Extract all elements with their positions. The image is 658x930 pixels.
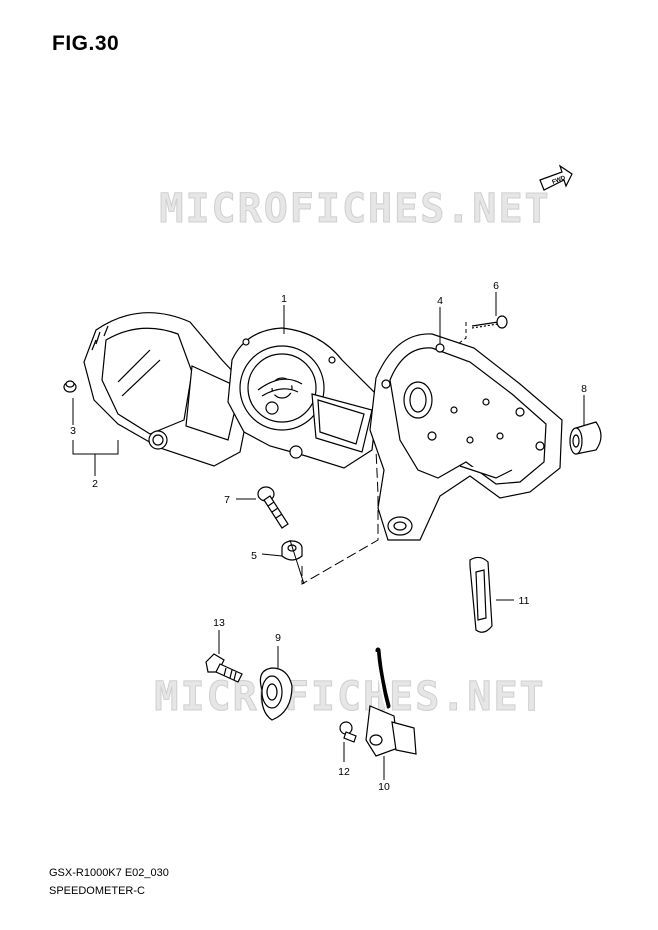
callout-7: 7: [224, 494, 230, 506]
callout-labels: 1 2 3 4 5 6 7 8 9 10 11 12 13: [70, 280, 587, 793]
screw-part: [471, 315, 508, 329]
callout-8: 8: [581, 383, 587, 395]
model-code: GSX-R1000K7 E02_030: [49, 867, 169, 879]
callout-1: 1: [281, 293, 287, 305]
callout-4: 4: [437, 295, 443, 307]
grommet-part: [63, 380, 77, 393]
cushion-rubber-part: [259, 667, 293, 721]
clamp-part: [469, 556, 493, 633]
speedometer-assembly-part: [227, 327, 379, 469]
speed-sensor-part: [365, 647, 417, 757]
callout-6: 6: [493, 280, 499, 292]
callout-9: 9: [275, 632, 281, 644]
bolt-mount-part: [205, 653, 243, 683]
watermark-top: MICROFICHES.NET: [159, 186, 550, 233]
watermark-text-top: MICROFICHES.NET: [159, 186, 550, 232]
bolt-part: [257, 486, 289, 529]
cover-lens-part: [83, 312, 253, 467]
watermark-text-bottom: MICROFICHES.NET: [154, 674, 545, 720]
fwd-arrow-icon: FWD: [539, 164, 573, 191]
callout-11: 11: [519, 595, 530, 607]
fwd-label: FWD: [552, 175, 568, 186]
callout-13: 13: [213, 617, 225, 629]
callout-5: 5: [251, 550, 257, 562]
callout-12: 12: [338, 766, 350, 778]
cushion-side-part: [569, 421, 602, 455]
section-title: SPEEDOMETER-C: [49, 885, 145, 897]
cushion-part: [281, 540, 303, 561]
leader-lines: [72, 292, 585, 780]
callout-10: 10: [378, 781, 390, 793]
callout-2: 2: [92, 478, 98, 490]
case-lower-part: [369, 333, 563, 541]
callout-3: 3: [70, 425, 76, 437]
figure-title: FIG.30: [52, 32, 120, 55]
watermark-bottom: MICROFICHES.NET: [154, 674, 545, 721]
bolt-sensor-part: [339, 721, 357, 743]
